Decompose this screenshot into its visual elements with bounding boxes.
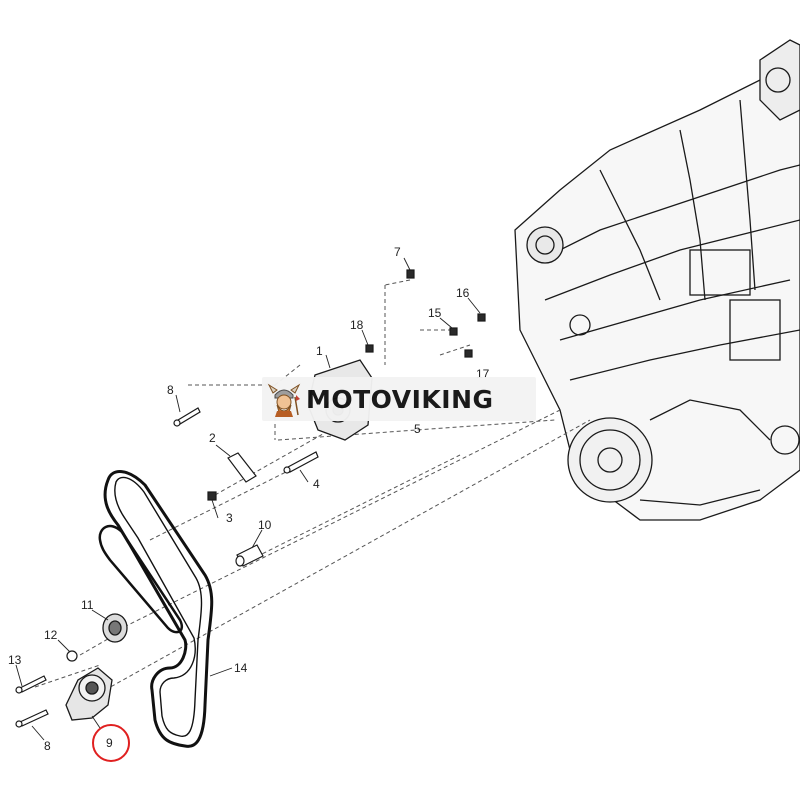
callout-5: 5 [414,422,421,436]
bolt-18 [365,344,374,353]
idler-pulley-11 [102,613,128,643]
callout-18: 18 [350,318,364,332]
tensioner-9 [65,667,113,721]
callout-3: 3 [226,511,233,525]
callout-13: 13 [8,653,22,667]
bolt-17 [464,349,473,358]
bracket-2 [227,452,257,483]
callout-12: 12 [44,628,58,642]
highlight-circle [92,724,130,762]
callout-7: 7 [394,245,401,259]
bolt-13 [19,675,47,693]
bolt-8-upper [177,407,201,425]
callout-14: 14 [234,661,248,675]
bolt-7 [406,269,415,279]
bolt-8-lower [19,709,49,727]
callout-2: 2 [209,431,216,445]
watermark-text: MOTOVIKING [306,384,494,414]
bolt-16 [477,313,486,322]
washer-12 [66,650,78,662]
leader-lines [15,257,481,741]
callout-8-upper: 8 [167,383,174,397]
bolt-15 [449,327,458,336]
bolt-3 [207,491,217,501]
callout-10: 10 [258,518,272,532]
callout-9: 9 [106,736,113,750]
callout-8-lower: 8 [44,739,51,753]
engine-assembly [514,39,800,521]
callout-4: 4 [313,477,320,491]
watermark-banner: MOTOVIKING [262,377,536,421]
bolt-4 [287,451,319,473]
callout-11: 11 [81,598,94,612]
serpentine-belt-14 [98,470,214,748]
callout-16: 16 [456,286,470,300]
viking-mascot-icon [262,377,306,421]
callout-1: 1 [316,344,323,358]
callout-15: 15 [428,306,442,320]
